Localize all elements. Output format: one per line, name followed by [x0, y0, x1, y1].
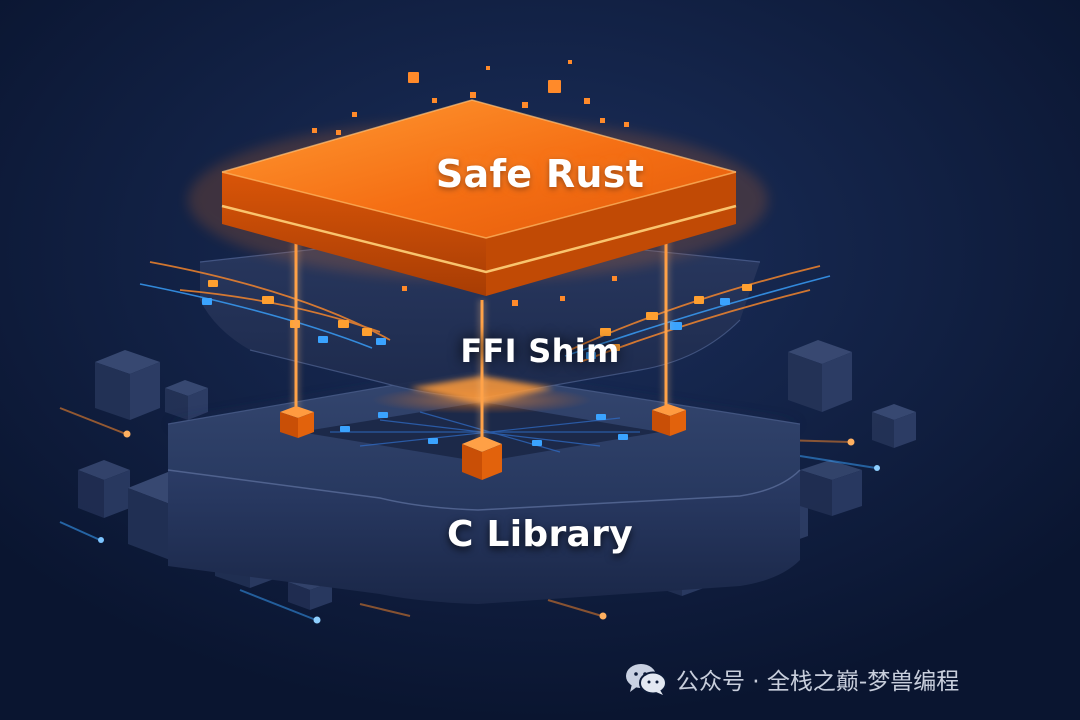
rust-left-face [222, 172, 486, 296]
c-library-label: C Library [447, 514, 633, 555]
wechat-icon [626, 664, 667, 695]
cube-right-1 [788, 340, 852, 412]
cube-left-3 [78, 460, 130, 518]
floating-particles [312, 60, 629, 306]
connector-cube-right [652, 404, 686, 436]
safe-rust-layer [188, 99, 768, 296]
connector-cube-center [462, 436, 502, 480]
data-streams [139, 261, 831, 363]
base-front-face [168, 470, 800, 604]
rust-right-face [486, 172, 736, 296]
ffi-shim-label: FFI Shim [460, 332, 620, 370]
connectors [280, 236, 686, 480]
connector-cube-left [280, 406, 314, 438]
cube-left-1 [95, 350, 160, 420]
cube-left-2 [165, 380, 208, 420]
watermark-text: 公众号 · 全栈之巅-梦兽编程 [676, 669, 960, 695]
cube-right-4 [800, 460, 862, 516]
safe-rust-label: Safe Rust [435, 152, 645, 196]
watermark: 公众号 · 全栈之巅-梦兽编程 [624, 662, 959, 696]
cube-right-2 [872, 404, 916, 448]
